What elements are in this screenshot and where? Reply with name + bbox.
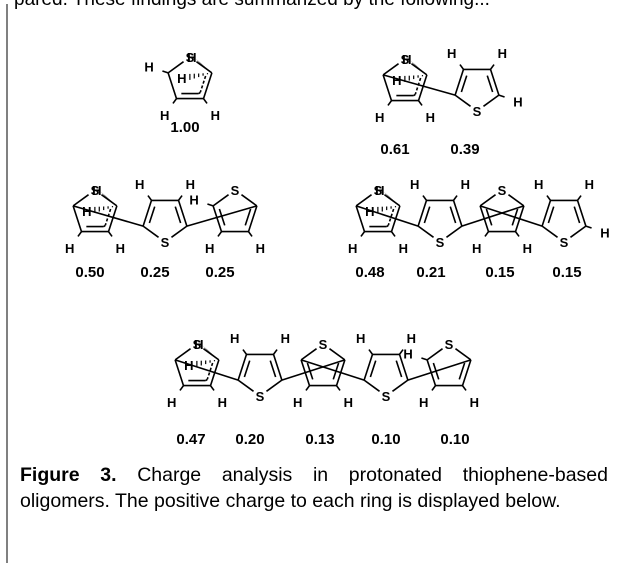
caption-label: Figure 3. — [20, 464, 117, 486]
hydrogen-atom-label: H — [184, 358, 193, 373]
ring-charge-value: 0.21 — [416, 264, 445, 281]
hydrogen-atom-label: H — [600, 225, 609, 240]
hydrogen-atom-label: H — [65, 241, 74, 256]
hydrogen-atom-label: H — [356, 331, 365, 346]
charge-labels: 1.00 0.61 0.39 0.50 0.25 0.25 0.48 0.21 0.15 0.15… — [75, 119, 581, 448]
hydrogen-atom-label: H — [92, 183, 101, 198]
sulfur-atom-label: S — [231, 183, 240, 198]
hydrogen-atom-label: H — [160, 108, 169, 123]
ring-charge-value: 1.00 — [170, 119, 199, 136]
left-margin-rule — [6, 4, 8, 563]
hydrogen-atom-label: H — [402, 52, 411, 67]
hydrogen-atom-label: H — [135, 177, 144, 192]
hydrogen-atom-label: H — [410, 177, 419, 192]
ring-charge-value: 0.47 — [176, 431, 205, 448]
sulfur-atom-label: S — [473, 104, 482, 119]
hydrogen-atom-label: H — [189, 193, 198, 208]
ring-charge-value: 0.10 — [440, 431, 469, 448]
hydrogen-atom-label: H — [403, 347, 412, 362]
hydrogen-atom-label: H — [585, 177, 594, 192]
hydrogen-atom-label: H — [348, 241, 357, 256]
hydrogen-atom-label: H — [392, 73, 401, 88]
sulfur-atom-label: S — [193, 337, 202, 352]
hydrogen-atom-label: H — [407, 331, 416, 346]
hydrogen-atom-label: H — [218, 395, 227, 410]
hydrogen-atom-label: H — [186, 177, 195, 192]
hydrogen-atom-label: H — [194, 337, 203, 352]
hydrogen-atom-label: H — [513, 94, 522, 109]
hydrogen-atom-label: H — [472, 241, 481, 256]
ring-charge-value: 0.15 — [485, 264, 514, 281]
hydrogen-atom-label: H — [375, 183, 384, 198]
ring-charge-value: 0.20 — [235, 431, 264, 448]
caption-text: Charge analysis in protonated thiophene-… — [20, 464, 608, 512]
sulfur-atom-label: S — [498, 183, 507, 198]
ring-charge-value: 0.13 — [305, 431, 334, 448]
hydrogen-atom-label: H — [211, 108, 220, 123]
hydrogen-atom-label: H — [534, 177, 543, 192]
monomer-charges: 1.00 — [170, 119, 199, 136]
hydrogen-atom-label: H — [230, 331, 239, 346]
hydrogen-atom-label: H — [426, 110, 435, 125]
header-fragment: pared. These findings are summarized by … — [14, 0, 490, 10]
ring-charge-value: 0.39 — [450, 141, 479, 158]
sulfur-atom-label: S — [560, 235, 569, 250]
hydrogen-atom-label: H — [375, 110, 384, 125]
sulfur-atom-label: S — [256, 389, 265, 404]
hydrogen-atom-label: H — [447, 46, 456, 61]
pentamer-charges: 0.47 0.20 0.13 0.10 0.10 — [176, 431, 469, 448]
hydrogen-atom-label: H — [167, 395, 176, 410]
hydrogen-atom-label: H — [498, 46, 507, 61]
hydrogen-atom-label: H — [344, 395, 353, 410]
cut-off-text-line: pared. These findings are summarized by … — [0, 0, 623, 10]
hydrogen-atom-label: H — [205, 241, 214, 256]
dimer-charges: 0.61 0.39 — [380, 141, 479, 158]
ring-charge-value: 0.15 — [552, 264, 581, 281]
sulfur-atom-label: S — [445, 337, 454, 352]
ring-charge-value: 0.48 — [355, 264, 384, 281]
hydrogen-atom-label: H — [144, 60, 153, 75]
hydrogen-atom-label: H — [116, 241, 125, 256]
ring-charge-value: 0.25 — [140, 264, 169, 281]
sulfur-atom-label: S — [401, 52, 410, 67]
sulfur-atom-label: S — [382, 389, 391, 404]
ring-charge-value: 0.50 — [75, 264, 104, 281]
hydrogen-atom-label: H — [365, 204, 374, 219]
sulfur-atom-label: S — [91, 183, 100, 198]
trimer-charges: 0.50 0.25 0.25 — [75, 264, 234, 281]
hydrogen-atom-label: H — [293, 395, 302, 410]
ring-charge-value: 0.61 — [380, 141, 409, 158]
hydrogen-atom-label: H — [187, 50, 196, 65]
hydrogen-atom-label: H — [281, 331, 290, 346]
figure-caption: Figure 3. Charge analysis in protonated … — [20, 462, 608, 514]
hydrogen-atom-label: H — [523, 241, 532, 256]
sulfur-atom-label: S — [161, 235, 170, 250]
sulfur-atom-label: S — [436, 235, 445, 250]
hydrogen-atom-label: H — [470, 395, 479, 410]
hydrogen-atom-label: H — [461, 177, 470, 192]
sulfur-atom-label: S — [186, 50, 195, 65]
sulfur-atom-label: S — [319, 337, 328, 352]
hydrogen-atom-label: H — [399, 241, 408, 256]
tetramer-charges: 0.48 0.21 0.15 0.15 — [355, 264, 581, 281]
sulfur-atom-label: S — [374, 183, 383, 198]
ring-charge-value: 0.25 — [205, 264, 234, 281]
hydrogen-atom-label: H — [82, 204, 91, 219]
hydrogen-atom-label: H — [177, 71, 186, 86]
ring-charge-value: 0.10 — [371, 431, 400, 448]
hydrogen-atom-label: H — [256, 241, 265, 256]
hydrogen-atom-label: H — [419, 395, 428, 410]
